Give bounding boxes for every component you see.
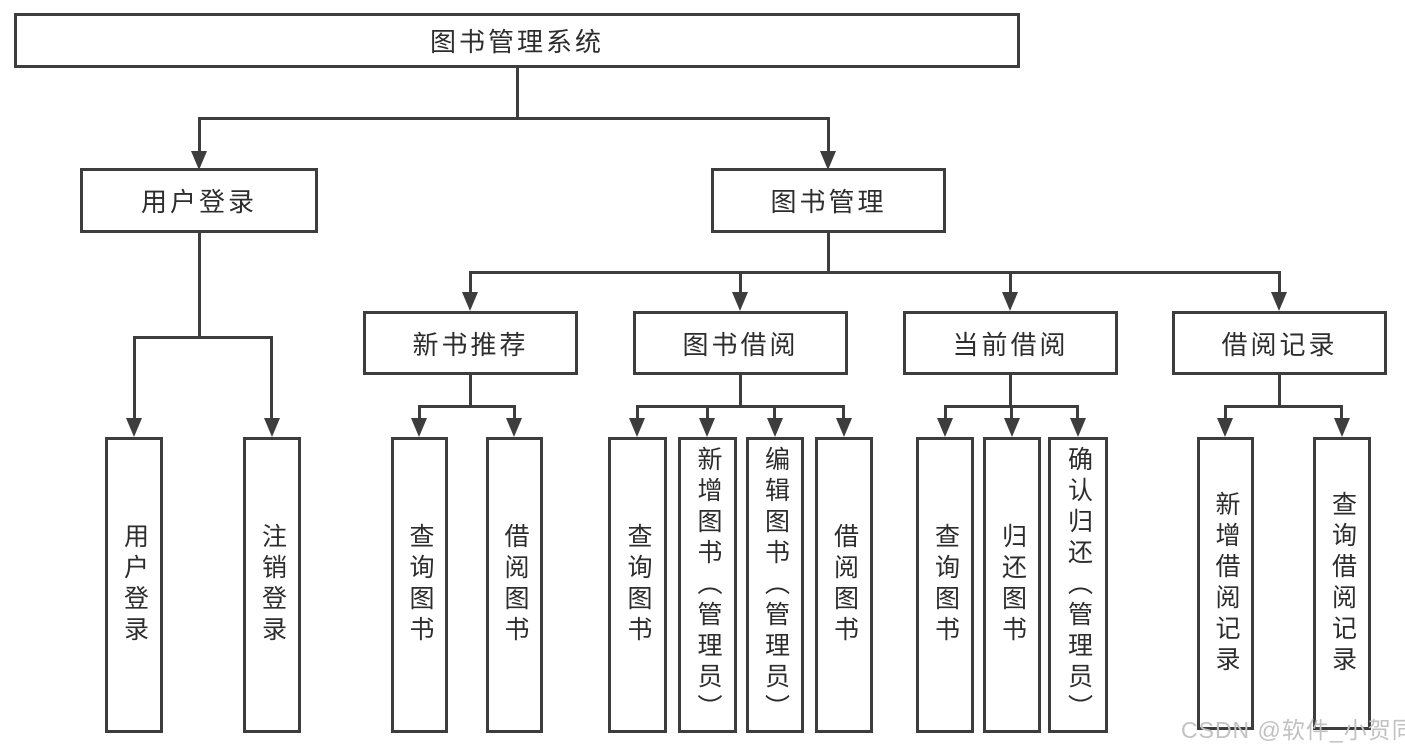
leaf-add-borrow-record: 新增借阅记录 <box>1197 437 1254 730</box>
node-label: 查询借阅记录 <box>1328 490 1357 677</box>
connector-line <box>739 271 742 295</box>
node-label: 图书借阅 <box>682 329 799 360</box>
node-label: 查询图书 <box>406 523 434 647</box>
node-label: 注销登录 <box>258 523 287 647</box>
connector-line <box>1224 405 1342 408</box>
connector-line <box>1340 405 1343 419</box>
arrow-down-icon <box>126 418 142 437</box>
connector-line <box>1224 405 1227 419</box>
node-library-management-system: 图书管理系统 <box>14 13 1020 68</box>
connector-line <box>1010 405 1013 419</box>
node-label: 用户登录 <box>120 523 149 647</box>
node-label: 用户登录 <box>140 187 257 217</box>
node-label: 新增图书（管理员） <box>694 445 722 725</box>
arrow-down-icon <box>1070 418 1086 437</box>
csdn-watermark: CSDN @软件_小贺同学 <box>1181 717 1405 743</box>
arrow-down-icon <box>1334 418 1350 437</box>
connector-line <box>1278 375 1281 407</box>
node-book-borrow: 图书借阅 <box>633 311 848 375</box>
arrow-down-icon <box>1004 418 1020 437</box>
node-label: 图书管理 <box>770 187 887 217</box>
arrow-down-icon <box>506 418 522 437</box>
node-label: 查询图书 <box>931 523 960 647</box>
connector-line <box>944 405 947 419</box>
arrow-down-icon <box>411 418 427 437</box>
node-label: 确认归还（管理员） <box>1064 445 1093 725</box>
connector-line <box>636 405 844 408</box>
connector-line <box>773 405 776 419</box>
arrow-down-icon <box>820 151 836 170</box>
leaf-add-books-admin: 新增图书（管理员） <box>678 437 737 733</box>
node-new-book-recommend: 新书推荐 <box>363 311 578 375</box>
arrow-down-icon <box>462 292 478 311</box>
node-label: 查询图书 <box>624 523 652 647</box>
connector-line <box>469 375 472 407</box>
node-label: 当前借阅 <box>952 329 1069 360</box>
leaf-confirm-return-admin: 确认归还（管理员） <box>1048 437 1108 733</box>
node-label: 新书推荐 <box>412 329 529 360</box>
connector-line <box>133 336 136 420</box>
connector-line <box>636 405 639 419</box>
connector-line <box>827 233 830 273</box>
arrow-down-icon <box>1271 292 1287 311</box>
node-label: 归还图书 <box>998 523 1027 647</box>
arrow-down-icon <box>937 418 953 437</box>
leaf-query-books-current: 查询图书 <box>916 437 974 733</box>
connector-line <box>1009 375 1012 407</box>
node-label: 借阅图书 <box>830 523 859 647</box>
arrow-down-icon <box>191 151 207 170</box>
node-label: 借阅图书 <box>501 523 529 647</box>
connector-line <box>1076 405 1079 419</box>
connector-line <box>469 271 472 295</box>
node-label: 图书管理系统 <box>429 27 604 57</box>
connector-line <box>270 336 273 420</box>
node-label: 借阅记录 <box>1221 329 1338 360</box>
leaf-query-borrow-record: 查询借阅记录 <box>1313 437 1371 730</box>
arrow-down-icon <box>1217 418 1233 437</box>
leaf-logout: 注销登录 <box>243 437 301 733</box>
connector-line <box>133 336 273 339</box>
connector-line <box>1009 271 1012 295</box>
connector-line <box>516 68 519 119</box>
connector-line <box>418 405 515 408</box>
leaf-query-books-recommend: 查询图书 <box>391 437 448 733</box>
leaf-borrow-books: 借阅图书 <box>815 437 873 733</box>
arrow-down-icon <box>629 418 645 437</box>
connector-line <box>198 233 201 338</box>
leaf-return-books: 归还图书 <box>983 437 1041 733</box>
leaf-edit-books-admin: 编辑图书（管理员） <box>746 437 804 733</box>
arrow-down-icon <box>836 418 852 437</box>
node-current-borrow: 当前借阅 <box>903 311 1118 375</box>
connector-line <box>469 271 1280 274</box>
node-label: 新增借阅记录 <box>1212 490 1240 677</box>
arrow-down-icon <box>1002 292 1018 311</box>
leaf-query-books: 查询图书 <box>608 437 667 733</box>
arrow-down-icon <box>732 292 748 311</box>
node-book-management: 图书管理 <box>711 168 946 233</box>
connector-line <box>198 117 201 153</box>
connector-line <box>1278 271 1281 295</box>
connector-line <box>706 405 709 419</box>
arrow-down-icon <box>767 418 783 437</box>
connector-line <box>739 375 742 407</box>
node-borrow-records: 借阅记录 <box>1172 311 1387 375</box>
leaf-user-login: 用户登录 <box>105 437 163 733</box>
arrow-down-icon <box>699 418 715 437</box>
node-label: 编辑图书（管理员） <box>761 445 790 725</box>
connector-line <box>827 117 830 153</box>
connector-line <box>842 405 845 419</box>
connector-line <box>198 117 830 120</box>
connector-line <box>513 405 516 419</box>
leaf-borrow-books-recommend: 借阅图书 <box>486 437 543 733</box>
connector-line <box>418 405 421 419</box>
node-user-login: 用户登录 <box>80 168 318 233</box>
arrow-down-icon <box>264 418 280 437</box>
